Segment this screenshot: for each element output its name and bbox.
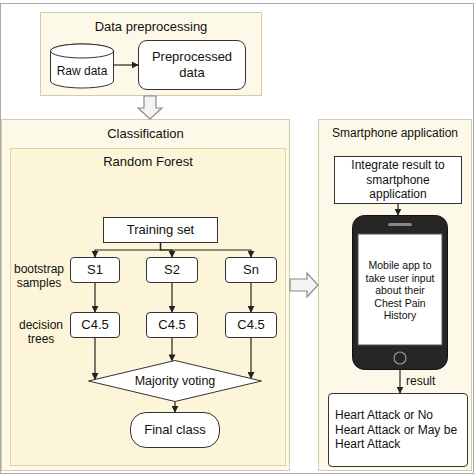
arrow-connector (95, 243, 161, 257)
process-box: Integrate result to smartphone applicati… (334, 156, 462, 204)
node-label: S2 (164, 262, 180, 278)
node-label: C4.5 (158, 317, 185, 333)
sample-box: Sn (225, 257, 277, 283)
smartphone: Mobile app to take user input about thei… (352, 215, 448, 370)
arrow-connector (94, 338, 95, 379)
phone-button (394, 352, 406, 364)
group-panel: Training setS1 S2 SnC4.5 C4.5 C4.5Majority v… (10, 148, 286, 466)
arrow-connector (250, 283, 251, 312)
phone-screen (358, 234, 442, 345)
arrow-connector (94, 283, 95, 312)
node-label: Final class (144, 422, 205, 438)
result-box: Heart Attack or No Heart Attack or May b… (328, 393, 468, 467)
cylinder-top (51, 44, 114, 58)
diamond-shape (89, 361, 262, 402)
data-cylinder: Raw data (50, 44, 114, 88)
node-label: C4.5 (81, 317, 108, 333)
side-label: decision trees (12, 318, 70, 347)
frame-border (1, 4, 474, 474)
tree-box: C4.5 (146, 312, 198, 338)
node-label: Preprocessed data (147, 49, 237, 80)
screen-text: Mobile app to take user input about thei… (362, 259, 438, 322)
block-arrow (290, 273, 318, 297)
tree-box: C4.5 (70, 312, 120, 338)
panel-title: Classification (107, 126, 184, 142)
arrow-connector (174, 402, 175, 412)
phone-speaker (388, 223, 412, 226)
node-label: S1 (87, 262, 103, 278)
arrow-connector (397, 204, 398, 215)
arrow-connector (171, 283, 172, 312)
tree-box: C4.5 (225, 312, 277, 338)
arrow-connector (161, 243, 252, 257)
panel-title: Random Forest (103, 154, 193, 170)
arrow-connector (399, 370, 400, 393)
section-panel: Raw data Preprocessed data Data preprocess… (40, 12, 262, 96)
panel-title: Smartphone application (332, 126, 458, 140)
arrow-connector (250, 338, 251, 378)
cylinder-body (51, 44, 114, 88)
sample-box: S1 (70, 257, 120, 283)
arrow-connector (161, 243, 173, 257)
process-box: Preprocessed data (138, 40, 246, 90)
node-label: Heart Attack or No Heart Attack or May b… (335, 408, 461, 451)
arrow-connector (114, 64, 138, 65)
arrow-connector (171, 338, 172, 361)
terminal-box: Final class (130, 412, 220, 448)
section-panel: Integrate result to smartphone applicati… (318, 119, 472, 471)
node-label: Integrate result to smartphone applicati… (339, 158, 457, 201)
panel-title: Data preprocessing (95, 19, 208, 35)
block-arrow (138, 96, 162, 119)
node-label: Raw data (57, 64, 108, 78)
node-label: Sn (243, 262, 259, 278)
side-label: bootstrap samples (10, 262, 68, 291)
sample-box: S2 (146, 257, 198, 283)
section-panel: Training setS1 S2 SnC4.5 C4.5 C4.5Majority v… (1, 119, 290, 471)
node-label: C4.5 (237, 317, 264, 333)
phone-body (353, 216, 448, 370)
process-box: Training set (103, 217, 218, 243)
decision-diamond: Majority voting (88, 360, 262, 402)
edge-label: result (406, 374, 435, 388)
node-label: Majority voting (135, 374, 216, 389)
node-label: Training set (127, 222, 194, 238)
